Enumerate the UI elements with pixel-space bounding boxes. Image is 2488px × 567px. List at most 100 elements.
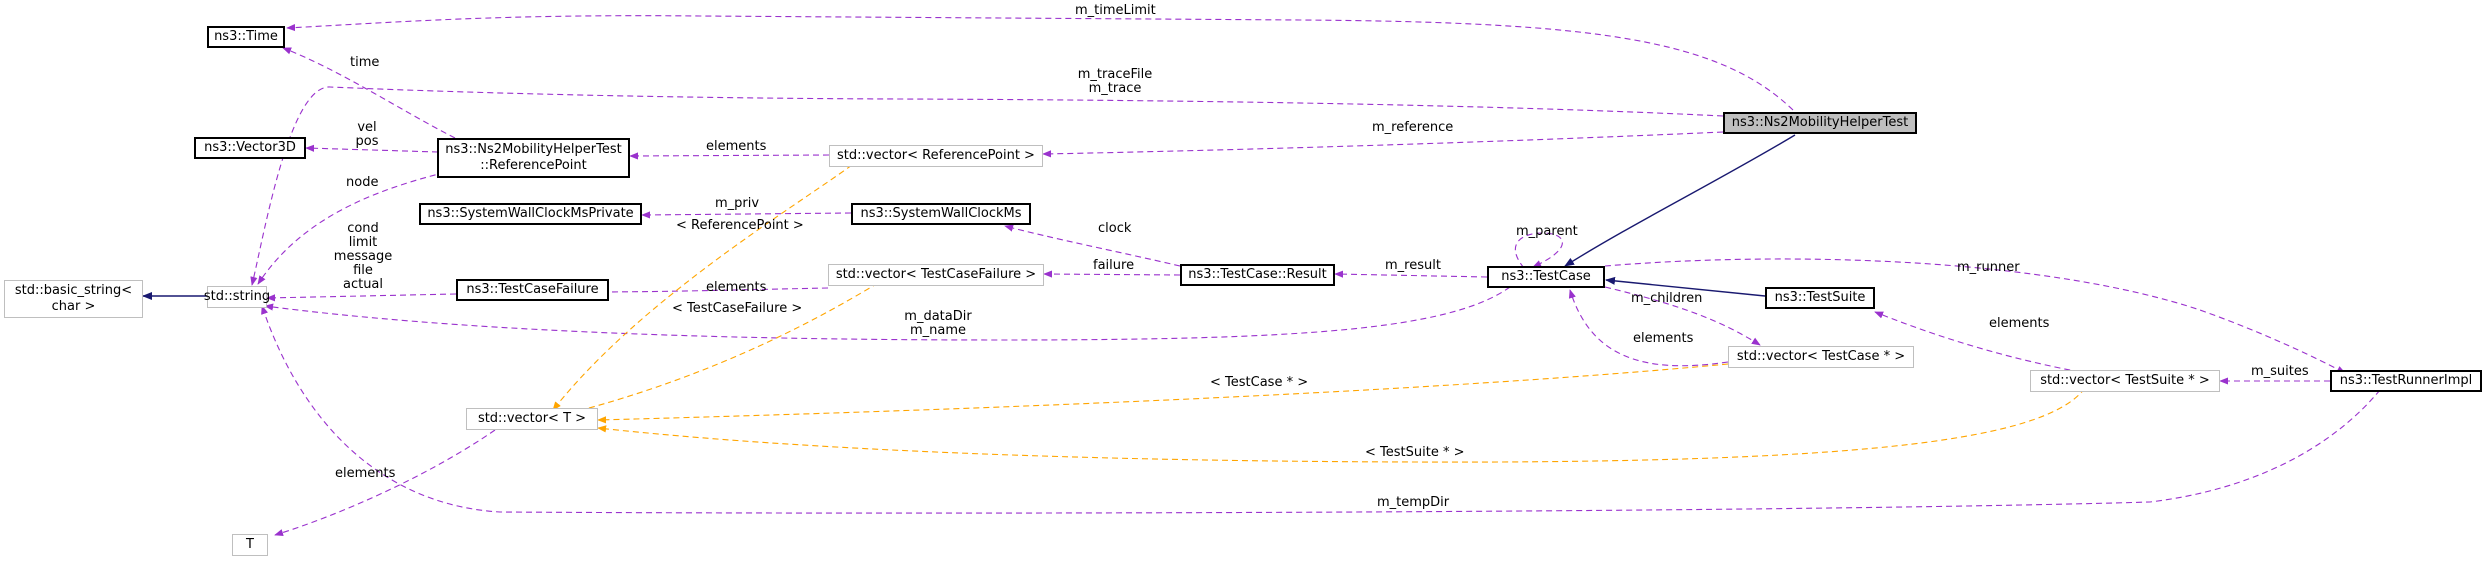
- label-actual: actual: [342, 277, 384, 292]
- node-vector-referencepoint[interactable]: std::vector< ReferencePoint >: [829, 145, 1043, 167]
- node-std-string[interactable]: std::string: [203, 286, 271, 308]
- node-t[interactable]: T: [232, 534, 268, 556]
- node-label: std::vector< T >: [477, 411, 587, 426]
- edge-string-members: [266, 293, 457, 302]
- node-vector-testcase[interactable]: std::vector< TestCase * >: [1728, 346, 1914, 368]
- label-m-reference: m_reference: [1372, 120, 1454, 135]
- label-time: time: [350, 55, 380, 70]
- node-label: std::string: [203, 289, 271, 304]
- node-label: ns3::SystemWallClockMsPrivate: [427, 206, 634, 221]
- node-label: T: [246, 537, 254, 552]
- edge-elements-testsuite: [1874, 311, 2081, 373]
- edge-m-parent: [1514, 232, 1563, 269]
- label-limit: limit: [348, 235, 378, 250]
- label-node: node: [346, 175, 379, 190]
- node-label: std::vector< TestSuite * >: [2040, 373, 2210, 388]
- label-m-parent: m_parent: [1516, 224, 1578, 239]
- node-label: ns3::TestCase::Result: [1188, 267, 1327, 282]
- label-string-members: cond limit message file actual: [325, 222, 401, 292]
- edge-tpl-referencepoint: [552, 164, 853, 411]
- edge-failure: [1043, 270, 1181, 278]
- node-label-line2: ::ReferencePoint: [480, 158, 587, 173]
- edge-elements-testcase: [1568, 289, 1729, 367]
- label-m-suites: m_suites: [2251, 364, 2309, 379]
- label-tpl-testcase: < TestCase * >: [1210, 375, 1309, 390]
- edge-m-children: [1604, 286, 1761, 346]
- node-ns2-mobility-referencepoint[interactable]: ns3::Ns2MobilityHelperTest ::ReferencePo…: [437, 138, 630, 178]
- edge-m-runner: [1604, 258, 2346, 374]
- label-m-datadir-m-name: m_dataDir m_name: [898, 310, 978, 338]
- edge-m-timelimit: [286, 15, 1794, 111]
- node-label: ns3::Ns2MobilityHelperTest: [1731, 115, 1909, 130]
- node-vector-testsuite[interactable]: std::vector< TestSuite * >: [2030, 370, 2220, 392]
- label-elements-refpoint: elements: [706, 139, 767, 154]
- node-ns3-vector3d[interactable]: ns3::Vector3D: [194, 137, 306, 159]
- node-testcasefailure[interactable]: ns3::TestCaseFailure: [456, 279, 609, 301]
- edge-time: [282, 47, 456, 139]
- node-label: std::vector< TestCase * >: [1736, 349, 1906, 364]
- node-label: ns3::TestCase: [1501, 269, 1591, 284]
- label-tpl-referencepoint: < ReferencePoint >: [676, 218, 804, 233]
- label-vel-pos: vel pos: [350, 121, 384, 149]
- label-m-runner: m_runner: [1957, 260, 2020, 275]
- node-label: ns3::Time: [214, 29, 278, 44]
- edge-inherit-testsuite: [1605, 276, 1766, 297]
- label-m-tempdir: m_tempDir: [1377, 495, 1450, 510]
- node-ns2mobilityhelpertest[interactable]: ns3::Ns2MobilityHelperTest: [1723, 112, 1917, 134]
- label-m-timelimit: m_timeLimit: [1075, 3, 1156, 18]
- label-m-trace: m_trace: [1088, 81, 1142, 96]
- node-testrunnerimpl[interactable]: ns3::TestRunnerImpl: [2330, 370, 2482, 392]
- edge-tpl-testsuite: [597, 387, 2086, 463]
- edge-elements-t: [274, 429, 496, 537]
- edge-tpl-testcasefailure: [562, 282, 879, 417]
- edge-m-datadir: [264, 286, 1511, 341]
- label-m-tracefile-m-trace: m_traceFile m_trace: [1070, 68, 1160, 96]
- label-m-tracefile: m_traceFile: [1077, 67, 1153, 82]
- label-message: message: [333, 249, 393, 264]
- node-testcase-result[interactable]: ns3::TestCase::Result: [1180, 264, 1335, 286]
- label-elements-t: elements: [335, 466, 396, 481]
- label-elements-testsuite: elements: [1989, 316, 2050, 331]
- label-m-name: m_name: [909, 323, 967, 338]
- node-testsuite[interactable]: ns3::TestSuite: [1765, 287, 1875, 309]
- label-elements-testcase: elements: [1633, 331, 1694, 346]
- node-label-line2: char >: [51, 299, 96, 314]
- node-label-line1: ns3::Ns2MobilityHelperTest: [445, 142, 622, 157]
- label-failure: failure: [1093, 258, 1135, 273]
- label-tpl-testsuite: < TestSuite * >: [1365, 445, 1465, 460]
- node-label: std::vector< TestCaseFailure >: [835, 267, 1037, 282]
- node-label: ns3::Vector3D: [204, 140, 296, 155]
- edge-inherit-ns2helpertest: [1564, 134, 1796, 267]
- edge-elements-failure: [585, 287, 829, 296]
- node-basic-string[interactable]: std::basic_string< char >: [4, 280, 143, 318]
- label-file: file: [353, 263, 373, 278]
- label-m-datadir: m_dataDir: [904, 309, 972, 324]
- edge-m-tracefile: [250, 86, 1724, 286]
- label-vel: vel: [357, 120, 377, 135]
- label-cond: cond: [347, 221, 379, 236]
- edge-node: [257, 169, 456, 285]
- edge-m-reference: [1042, 131, 1724, 158]
- edge-elements-refpoint: [629, 152, 830, 160]
- node-vector-testcasefailure[interactable]: std::vector< TestCaseFailure >: [828, 264, 1044, 286]
- node-label: ns3::SystemWallClockMs: [860, 206, 1022, 221]
- label-m-priv: m_priv: [715, 196, 760, 211]
- edge-tpl-testcase: [597, 363, 1729, 424]
- node-systemwallclockmsprivate[interactable]: ns3::SystemWallClockMsPrivate: [419, 203, 642, 225]
- edge-m-result: [1334, 270, 1488, 278]
- label-pos: pos: [355, 134, 379, 149]
- edge-m-priv: [641, 211, 852, 219]
- label-tpl-testcasefailure: < TestCaseFailure >: [672, 301, 803, 316]
- node-label: ns3::TestRunnerImpl: [2339, 373, 2473, 388]
- node-ns3-time[interactable]: ns3::Time: [207, 26, 285, 48]
- label-m-result: m_result: [1385, 258, 1441, 273]
- node-systemwallclockms[interactable]: ns3::SystemWallClockMs: [851, 203, 1031, 225]
- node-label: ns3::TestCaseFailure: [466, 282, 599, 297]
- label-elements-failure: elements: [706, 280, 767, 295]
- edge-clock: [1004, 224, 1181, 267]
- node-vector-t[interactable]: std::vector< T >: [466, 408, 598, 430]
- edge-m-tempdir: [261, 305, 2381, 514]
- node-testcase[interactable]: ns3::TestCase: [1487, 266, 1605, 288]
- node-label: ns3::TestSuite: [1774, 290, 1866, 305]
